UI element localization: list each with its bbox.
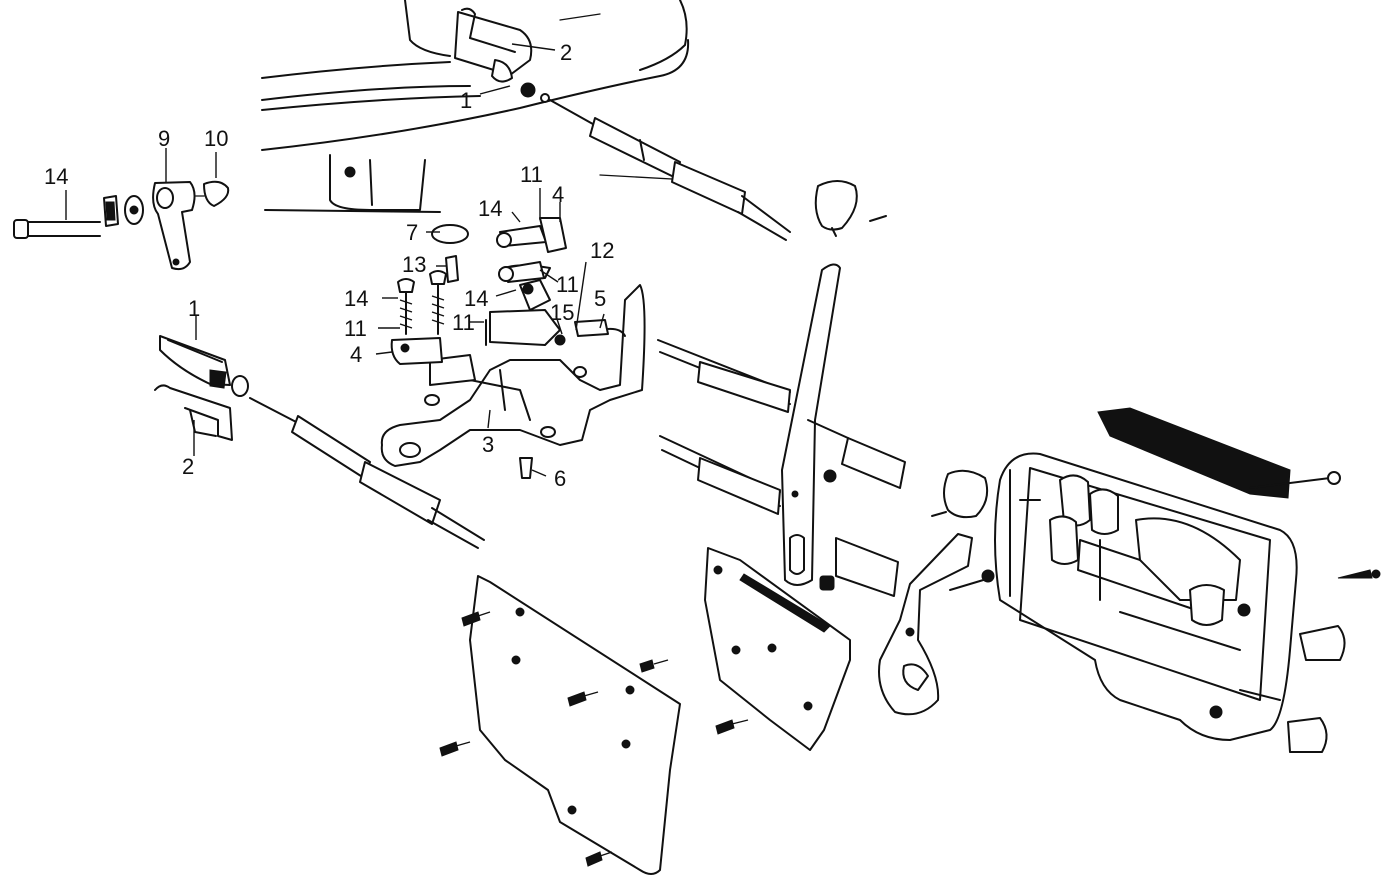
- callout-11-left: 11: [344, 316, 367, 341]
- callout-3: 3: [482, 432, 494, 457]
- callout-10: 10: [204, 126, 228, 151]
- bracket-fasteners: [397, 217, 609, 479]
- throttle-lever: [878, 469, 995, 716]
- lower-cable-clip: [154, 335, 249, 441]
- control-bracket: [380, 264, 646, 467]
- top-control-cable: [549, 99, 791, 241]
- control-box: [994, 452, 1298, 741]
- top-cable-clip: [454, 7, 550, 103]
- shift-lever: [781, 180, 906, 597]
- callout-2-top: 2: [560, 40, 572, 65]
- callout-14-mid: 14: [478, 196, 502, 221]
- left-cover-plate: [469, 575, 681, 875]
- cover-screws: [439, 611, 749, 867]
- callout-6: 6: [554, 466, 566, 491]
- callout-12: 12: [590, 238, 614, 263]
- callout-9: 9: [158, 126, 170, 151]
- callout-1-top: 1: [460, 88, 472, 113]
- callout-4-top: 4: [552, 182, 564, 207]
- callout-14-lower: 14: [344, 286, 368, 311]
- lower-control-cable: [249, 397, 485, 549]
- decal-strip: [1097, 407, 1341, 499]
- side-screws-and-caps: [1287, 569, 1381, 753]
- callout-14-center: 14: [464, 286, 488, 311]
- callout-1-left: 1: [188, 296, 200, 321]
- callout-15: 15: [550, 300, 574, 325]
- callout-13: 13: [402, 252, 426, 277]
- linkage-arm-group: [13, 180, 230, 271]
- callout-11-mid: 11: [556, 272, 579, 297]
- callout-11-top: 11: [520, 162, 543, 187]
- callout-4-left: 4: [350, 342, 362, 367]
- callout-14-left: 14: [44, 164, 68, 189]
- right-cover-plate: [704, 547, 851, 751]
- callout-7: 7: [406, 220, 418, 245]
- throttle-rods: [657, 339, 791, 515]
- callout-11-right: 11: [452, 310, 475, 335]
- callout-labels: 2 1 9 10 14 11 4 14 7 12 13 11 14 14 15 …: [44, 40, 614, 491]
- callout-2-left: 2: [182, 454, 194, 479]
- callout-5: 5: [594, 286, 606, 311]
- leader-lines: [65, 43, 605, 477]
